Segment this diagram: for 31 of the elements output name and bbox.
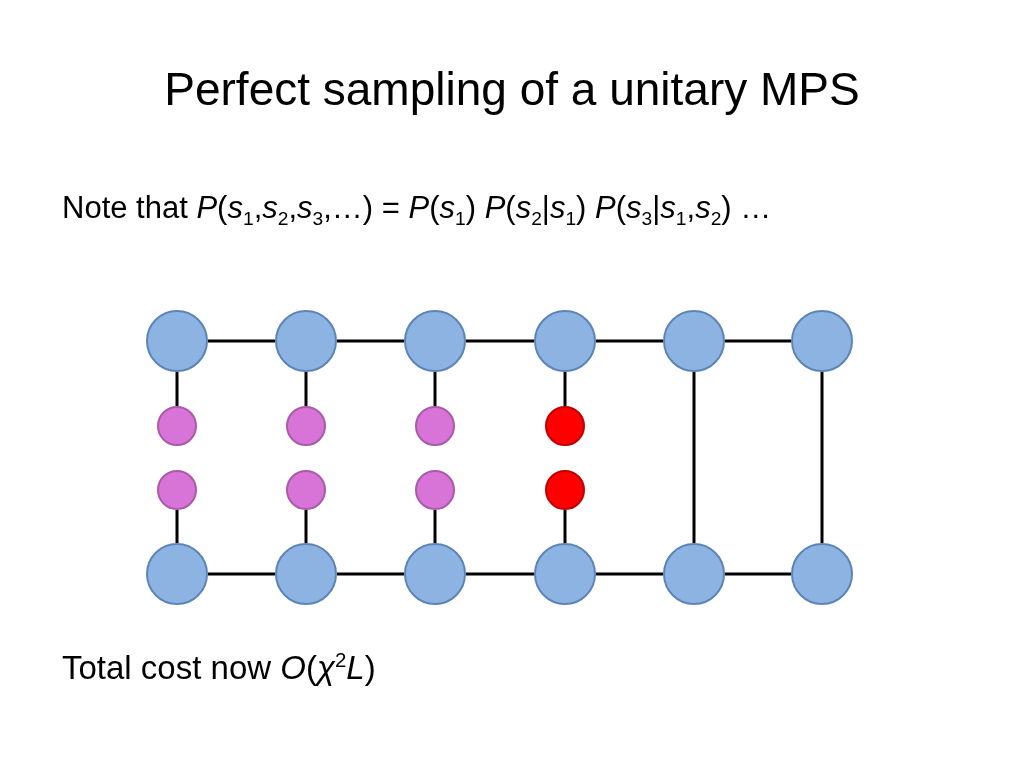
connector-line [563,510,567,543]
connector-line [596,572,663,576]
connector-line [175,510,179,543]
connector-line [725,339,791,343]
connector-line [433,510,437,543]
connector-line [337,572,404,576]
connector-line [466,339,534,343]
sampled-site-circle [157,470,197,510]
connector-line [175,372,179,406]
connector-line [208,572,275,576]
connector-line [563,372,567,406]
connector-line [337,339,404,343]
sampled-site-circle [545,470,585,510]
connector-line [820,372,824,543]
sampled-site-circle [157,406,197,446]
cost-note: Total cost now O(χ$^{2}$L) [62,648,376,687]
connector-line [433,372,437,406]
connector-line [304,510,308,543]
sampled-site-circle [286,470,326,510]
sampled-site-circle [415,406,455,446]
connector-line [304,372,308,406]
connector-line [692,372,696,543]
sampled-site-circle [545,406,585,446]
connector-line [208,339,275,343]
sampled-site-circle [415,470,455,510]
connector-line [596,339,663,343]
sampled-site-circle [286,406,326,446]
connector-line [466,572,534,576]
connector-line [725,572,791,576]
probability-formula: Note that P(s$_{1}$,s$_{2}$,s$_{3}$,…) = P(s$_{1}$) P(s$_{2}$|s$_{1}$) P(s$_{3}$|s$_{1}$,s$_{2}$) … [62,190,772,231]
slide-title: Perfect sampling of a unitary MPS [163,62,861,116]
